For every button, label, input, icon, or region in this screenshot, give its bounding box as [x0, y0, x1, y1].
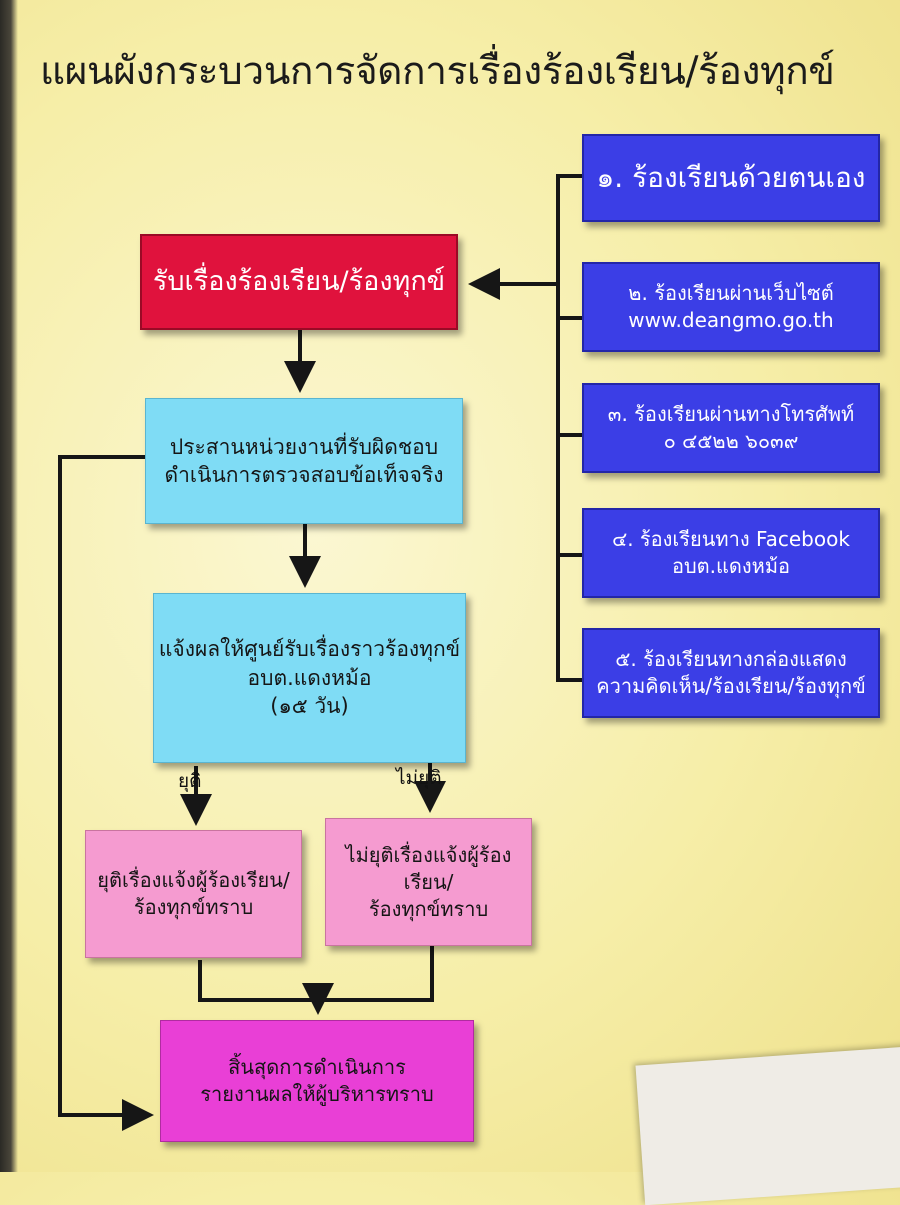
channel-5-line-2: ความคิดเห็น/ร้องเรียน/ร้องทุกข์ — [596, 674, 866, 698]
notify-line-2: อบต.แดงหม้อ — [247, 665, 372, 690]
notify-line-3: (๑๕ วัน) — [270, 694, 349, 719]
channel-2-line-1: ๒. ร้องเรียนผ่านเว็บไซต์ — [628, 281, 834, 305]
channel-box-1: ๑. ร้องเรียนด้วยตนเอง — [582, 134, 880, 222]
channel-box-4: ๔. ร้องเรียนทาง Facebook อบต.แดงหม้อ — [582, 508, 880, 598]
flow-connectors — [58, 174, 584, 1131]
coordinate-line-2: ดำเนินการตรวจสอบข้อเท็จจริง — [164, 463, 444, 487]
stop-case-box: ยุติเรื่องแจ้งผู้ร้องเรียน/ ร้องทุกข์ทรา… — [85, 830, 302, 958]
photo-left-edge — [0, 0, 18, 1172]
end-process-line-2: รายงานผลให้ผู้บริหารทราบ — [200, 1082, 434, 1106]
stop-case-line-2: ร้องทุกข์ทราบ — [133, 895, 254, 919]
channel-4-line-1: ๔. ร้องเรียนทาง Facebook — [612, 527, 850, 551]
end-process-box: สิ้นสุดการดำเนินการ รายงานผลให้ผู้บริหาร… — [160, 1020, 474, 1142]
channel-box-5: ๕. ร้องเรียนทางกล่องแสดง ความคิดเห็น/ร้อ… — [582, 628, 880, 718]
channel-4-line-2: อบต.แดงหม้อ — [671, 554, 791, 578]
coordinate-line-1: ประสานหน่วยงานที่รับผิดชอบ — [169, 434, 439, 459]
stop-case-line-1: ยุติเรื่องแจ้งผู้ร้องเรียน/ — [97, 868, 290, 892]
not-stop-case-line-1: ไม่ยุติเรื่องแจ้งผู้ร้องเรียน/ — [345, 842, 512, 894]
receive-complaint-box: รับเรื่องร้องเรียน/ร้องทุกข์ — [140, 234, 458, 330]
channel-5-line-1: ๕. ร้องเรียนทางกล่องแสดง — [615, 647, 847, 671]
not-stop-case-box: ไม่ยุติเรื่องแจ้งผู้ร้องเรียน/ ร้องทุกข์… — [325, 818, 532, 946]
channel-3-line-2: ๐ ๔๕๒๒ ๖๐๓๙ — [663, 429, 799, 453]
page-title: แผนผังกระบวนการจัดการเรื่องร้องเรียน/ร้อ… — [40, 49, 835, 94]
channel-1-line-1: ๑. ร้องเรียนด้วยตนเอง — [596, 161, 866, 195]
notify-result-box: แจ้งผลให้ศูนย์รับเรื่องราวร้องทุกข์ อบต.… — [153, 593, 466, 763]
channel-box-2: ๒. ร้องเรียนผ่านเว็บไซต์ www.deangmo.go.… — [582, 262, 880, 352]
bypass-line — [58, 455, 147, 1117]
channel-2-line-2: www.deangmo.go.th — [628, 308, 834, 332]
channel-3-line-1: ๓. ร้องเรียนผ่านทางโทรศัพท์ — [607, 402, 855, 426]
branch-label-not-stop: ไม่ยุติ — [396, 767, 442, 789]
channel-box-3: ๓. ร้องเรียนผ่านทางโทรศัพท์ ๐ ๔๕๒๒ ๖๐๓๙ — [582, 383, 880, 473]
branch-label-stop: ยุติ — [178, 770, 202, 792]
receive-complaint-label: รับเรื่องร้องเรียน/ร้องทุกข์ — [152, 265, 446, 297]
end-process-line-1: สิ้นสุดการดำเนินการ — [228, 1055, 406, 1079]
not-stop-case-line-2: ร้องทุกข์ทราบ — [368, 896, 489, 921]
notify-line-1: แจ้งผลให้ศูนย์รับเรื่องราวร้องทุกข์ — [158, 637, 461, 662]
coordinate-agency-box: ประสานหน่วยงานที่รับผิดชอบ ดำเนินการตรวจ… — [145, 398, 463, 524]
